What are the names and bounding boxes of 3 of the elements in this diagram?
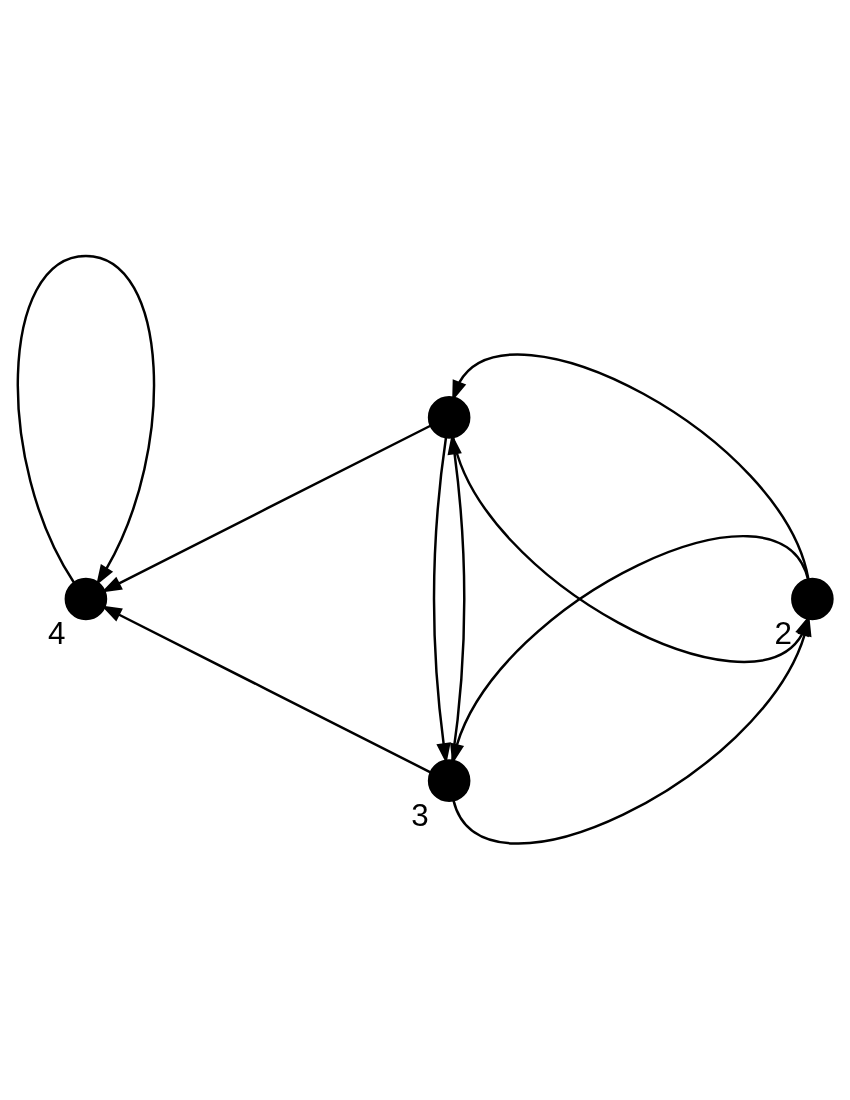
node-label: 4	[48, 616, 66, 652]
node-label: 3	[411, 797, 429, 833]
node-label: 2	[774, 616, 792, 652]
